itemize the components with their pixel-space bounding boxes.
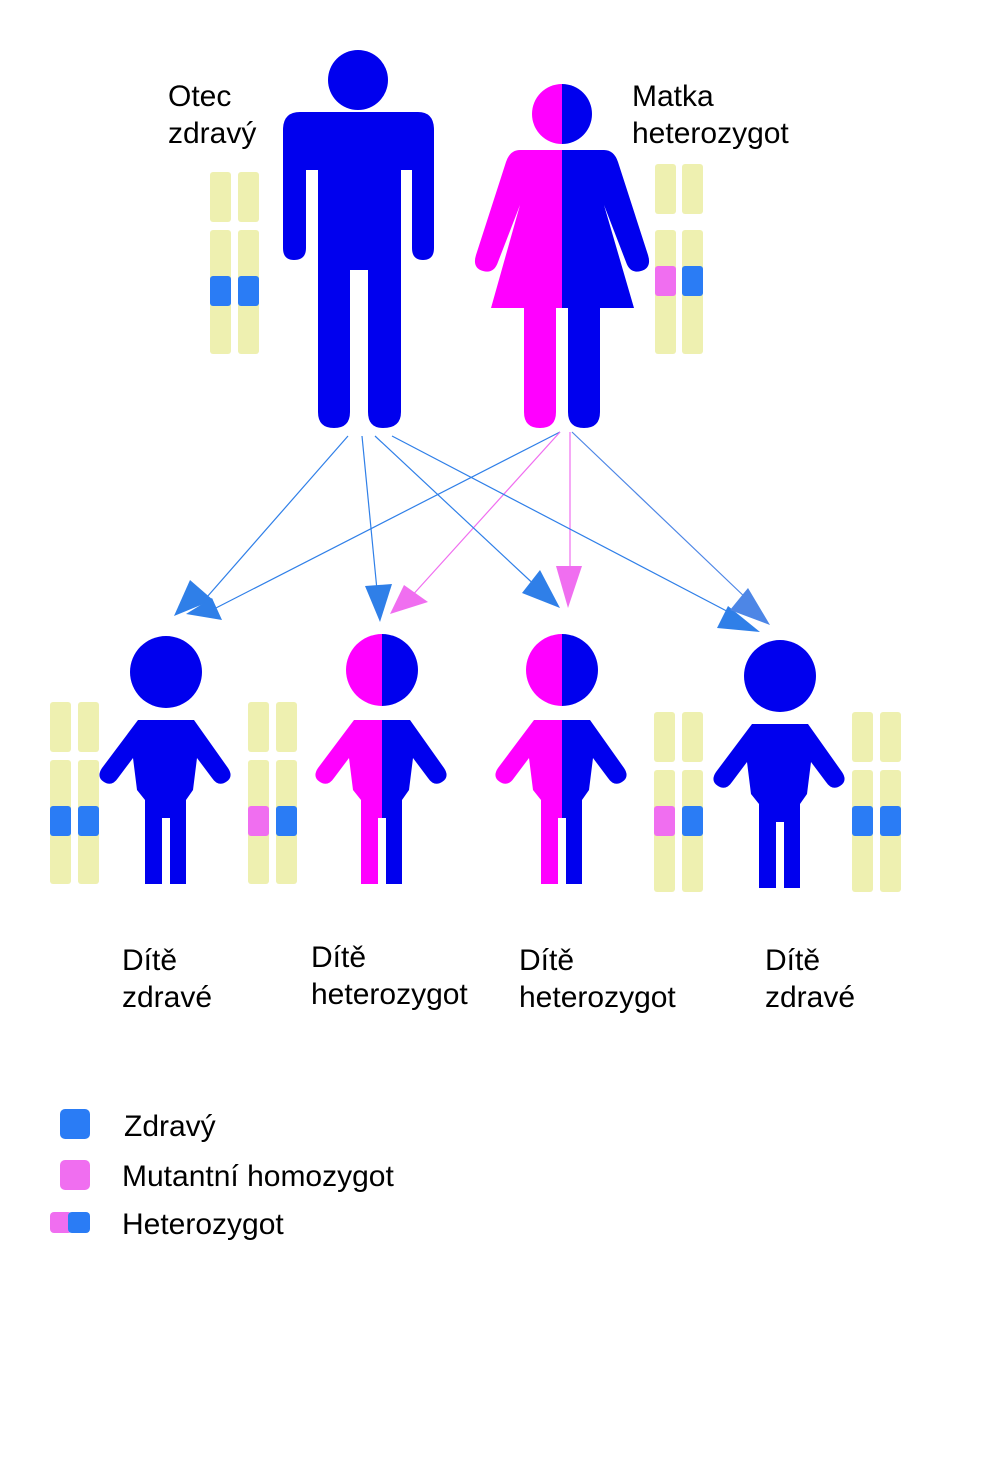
child3-chromosome-pair xyxy=(654,712,703,892)
legend-label-heterozygous: Heterozygot xyxy=(122,1208,284,1241)
arrow-mother-child4 xyxy=(571,431,770,625)
legend-swatch-mutant xyxy=(60,1160,90,1190)
father-label: Otec zdravý xyxy=(168,78,256,152)
arrow-father-child1 xyxy=(174,435,349,616)
legend-swatch-healthy xyxy=(60,1109,90,1139)
allele-healthy xyxy=(238,276,259,306)
allele-healthy xyxy=(880,806,901,836)
child-icon-heterozygous xyxy=(315,634,447,884)
allele-healthy xyxy=(682,806,703,836)
child2-label-line2: heterozygot xyxy=(311,978,468,1011)
father-label-line1: Otec xyxy=(168,80,232,113)
child1-chromosome-pair xyxy=(50,702,99,884)
child-icon-healthy xyxy=(713,640,845,888)
allele-mutant xyxy=(655,266,676,296)
child3-label: Dítě heterozygot xyxy=(519,942,676,1016)
child1-label-line2: zdravé xyxy=(122,981,213,1014)
allele-healthy xyxy=(276,806,297,836)
allele-mutant xyxy=(654,806,675,836)
legend-swatches xyxy=(50,1109,90,1233)
man-icon xyxy=(283,50,434,428)
child3-label-line2: heterozygot xyxy=(519,981,676,1014)
arrow-father-child2 xyxy=(361,435,392,622)
legend-label-mutant: Mutantní homozygot xyxy=(122,1160,394,1193)
father-chromosome-pair xyxy=(210,172,259,354)
woman-icon xyxy=(474,84,650,428)
child2-label: Dítě heterozygot xyxy=(311,939,468,1013)
child4-chromosome-pair xyxy=(852,712,901,892)
mother-label: Matka heterozygot xyxy=(632,78,789,152)
child4-label: Dítě zdravé xyxy=(765,942,855,1016)
allele-healthy xyxy=(852,806,873,836)
mother-label-line1: Matka xyxy=(632,80,714,113)
mother-chromosome-pair xyxy=(655,164,703,354)
child1-label-line1: Dítě xyxy=(122,944,178,977)
child4-label-line2: zdravé xyxy=(765,981,856,1014)
legend-swatch-heterozygous-mutant xyxy=(50,1212,72,1233)
child4-label-line1: Dítě xyxy=(765,944,821,977)
arrow-father-child4 xyxy=(391,435,760,632)
inheritance-arrows xyxy=(174,431,770,632)
mother-label-line2: heterozygot xyxy=(632,117,789,150)
legend-label-healthy: Zdravý xyxy=(124,1110,216,1143)
allele-healthy xyxy=(78,806,99,836)
child3-label-line1: Dítě xyxy=(519,944,575,977)
allele-healthy xyxy=(682,266,703,296)
arrow-mother-child2 xyxy=(390,431,561,614)
child1-label: Dítě zdravé xyxy=(122,942,212,1016)
child2-label-line1: Dítě xyxy=(311,941,367,974)
allele-mutant xyxy=(248,806,269,836)
arrow-father-child3 xyxy=(374,435,560,608)
child2-chromosome-pair xyxy=(248,702,297,884)
child-icon-healthy xyxy=(99,636,231,884)
arrow-mother-child3 xyxy=(556,432,582,608)
allele-healthy xyxy=(50,806,71,836)
father-label-line2: zdravý xyxy=(168,117,257,150)
child-icon-heterozygous xyxy=(495,634,627,884)
allele-healthy xyxy=(210,276,231,306)
legend-swatch-heterozygous-healthy xyxy=(68,1212,90,1233)
arrow-mother-child1 xyxy=(186,431,561,620)
